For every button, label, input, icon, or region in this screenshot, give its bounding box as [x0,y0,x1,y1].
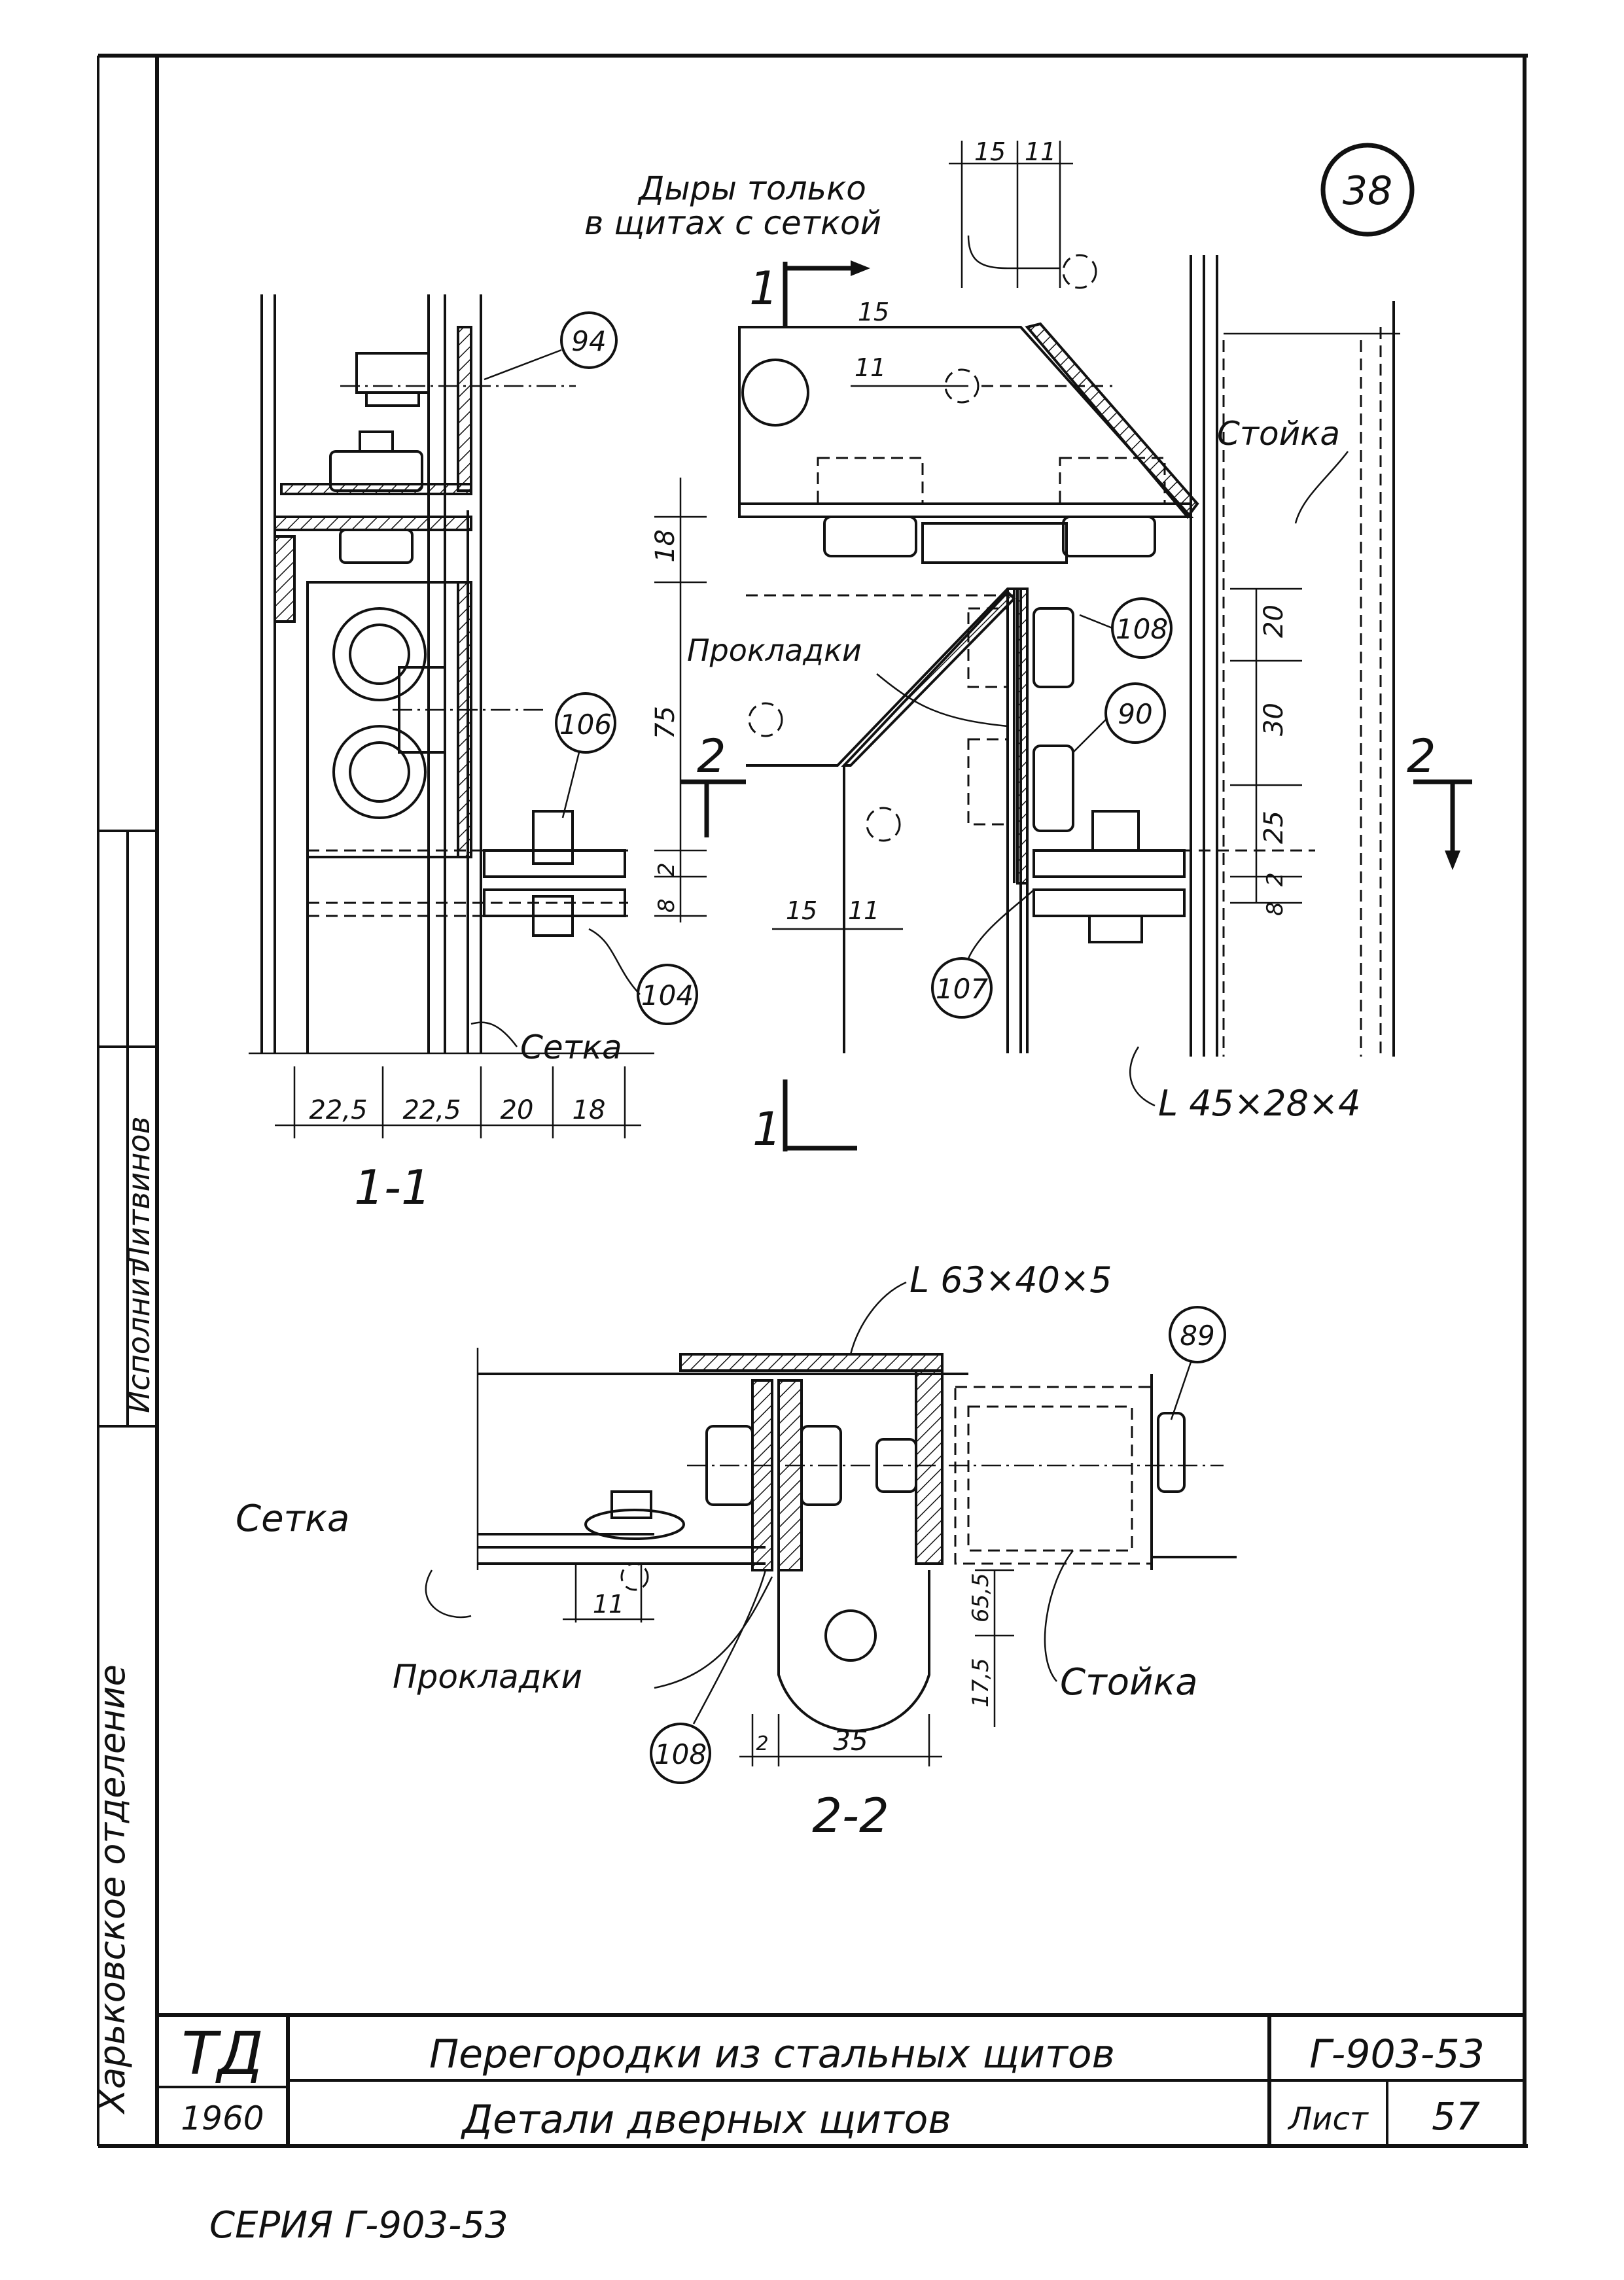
stamp-name: Литвинов [121,1116,156,1271]
label-setka-1-1: Сетка [520,1028,622,1066]
dim-top-11: 11 [1025,137,1056,166]
callout-90: 90 [1072,682,1166,753]
svg-text:89: 89 [1180,1320,1214,1352]
dim-mid-11: 11 [848,896,879,925]
dim-1-1-c: 20 [501,1095,534,1125]
dim-1-1-a: 22,5 [309,1095,367,1125]
dim-r-25: 25 [1259,811,1289,844]
sheet-no: 57 [1432,2094,1480,2139]
svg-text:104: 104 [641,979,694,1011]
holes-note: Дыры только в щитах с сеткой [584,169,1060,270]
section-1-1-view: 22,5 22,5 20 18 18 75 2 8 1-1 Сетка [249,294,707,1215]
label-angle-small: L 45×28×4 [1158,1083,1361,1124]
callout-106: 106 [555,692,616,818]
dim-v-8: 8 [654,898,680,913]
label-stoyka-elev: Стойка [1217,415,1340,453]
dim-22-35: 35 [833,1725,868,1757]
label-prokladki-2-2: Прокладки [393,1658,582,1696]
dim-ul-11: 11 [855,353,886,382]
dim-top-15: 15 [974,137,1006,166]
dim-22-17: 17,5 [968,1658,994,1708]
label-angle-big: L 63×40×5 [909,1259,1112,1301]
dim-22-11: 11 [593,1590,624,1619]
dim-mid-15: 15 [786,896,817,925]
dim-ul-15: 15 [858,298,889,326]
org-code: ТД [181,2020,263,2088]
title-year: 1960 [181,2099,264,2137]
section-2-2-view: 11 65,5 17,5 2 35 L 63×40×5 Сетка Прокла… [236,1259,1237,1843]
svg-text:107: 107 [936,973,988,1005]
holes-note-line2: в щитах с сеткой [584,204,881,242]
elevation-view: 20 30 25 8 2 15 11 15 11 15 11 Стойка Пр… [687,137,1400,1124]
dim-1-1-d: 18 [573,1095,606,1125]
svg-text:108: 108 [1116,613,1168,645]
callout-107: 107 [931,889,1034,1019]
sheet-label: Лист [1287,2101,1369,2137]
dim-v-2: 2 [654,862,680,877]
cut-mark-1-top: 1 [749,262,779,315]
title-block: ТД 1960 Перегородки из стальных щитов Де… [157,2013,1525,2146]
dim-r-8: 8 [1262,902,1288,916]
sheet-number: 38 [1343,168,1392,214]
drawing-frame [97,54,1528,2148]
side-stamp: Литвинов Исполнит Харьковское отделение [92,830,157,2115]
series-code: Г-903-53 [1309,2031,1485,2077]
sheet-number-circle: 38 [1320,143,1415,237]
dim-r-2: 2 [1262,872,1288,886]
svg-text:94: 94 [571,325,606,357]
cut-mark-1-bottom: 1 [752,1102,782,1156]
holes-note-line1: Дыры только [637,169,866,207]
stamp-role: Исполнит [121,1259,156,1413]
footer-series: СЕРИЯ Г-903-53 [209,2204,508,2247]
label-prokladki-elev: Прокладки [687,633,862,668]
section-label-1-1: 1-1 [354,1160,431,1215]
label-setka-2-2: Сетка [236,1498,349,1540]
dim-v-75: 75 [650,706,680,739]
section-cut-marks: 1 1 2 2 [680,260,1472,1156]
callout-108-lower: 108 [650,1570,767,1784]
callout-104: 104 [588,928,698,1025]
dim-v-18: 18 [650,529,680,563]
callout-108-upper: 108 [1079,597,1173,659]
cut-mark-2-right: 2 [1407,729,1436,783]
dim-22-2: 2 [756,1732,768,1755]
label-stoyka-2-2: Стойка [1060,1661,1198,1704]
svg-text:108: 108 [654,1738,707,1770]
callout-89: 89 [1169,1306,1226,1420]
title-sub: Детали дверных щитов [460,2097,951,2143]
callout-94: 94 [484,311,618,381]
section-label-2-2: 2-2 [812,1788,889,1843]
dim-22-65: 65,5 [968,1573,994,1622]
title-main: Перегородки из стальных щитов [429,2031,1115,2077]
dim-r-30: 30 [1259,703,1289,736]
svg-text:90: 90 [1118,698,1152,730]
dim-r-20: 20 [1259,605,1289,638]
svg-text:106: 106 [559,709,612,741]
stamp-org: Харьковское отделение [92,1664,133,2115]
dim-1-1-b: 22,5 [402,1095,461,1125]
cut-mark-2-left: 2 [697,729,726,783]
